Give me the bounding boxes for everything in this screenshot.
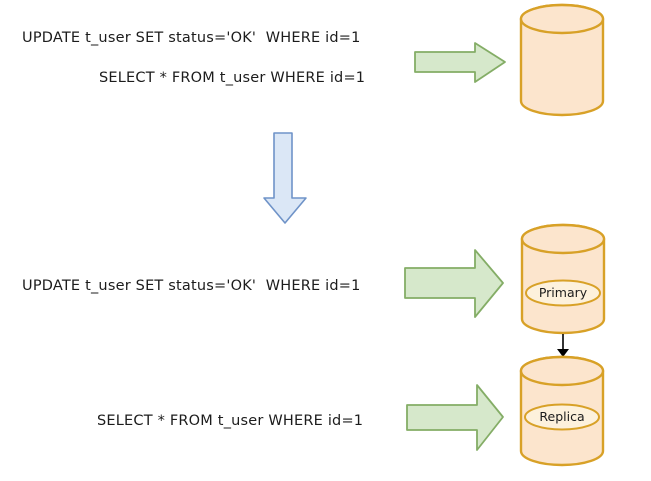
before-update-query: UPDATE t_user SET status='OK' WHERE id=1 [22,30,361,46]
before-select-query: SELECT * FROM t_user WHERE id=1 [99,70,366,86]
replica-db-label: Replica [539,409,585,424]
after-update-query: UPDATE t_user SET status='OK' WHERE id=1 [22,278,361,294]
arrow-right-icon [406,384,504,451]
replica-label-ellipse [524,403,600,431]
arrow-right-icon [414,42,506,83]
primary-label-ellipse [525,279,601,307]
after-select-query: SELECT * FROM t_user WHERE id=1 [97,413,364,429]
primary-database-icon [520,223,606,335]
replica-database-icon [519,355,605,467]
arrow-down-icon [263,132,307,224]
replication-arrow-icon [557,334,569,357]
primary-db-label: Primary [538,285,588,300]
arrow-right-icon [404,249,504,318]
database-icon [519,3,605,117]
